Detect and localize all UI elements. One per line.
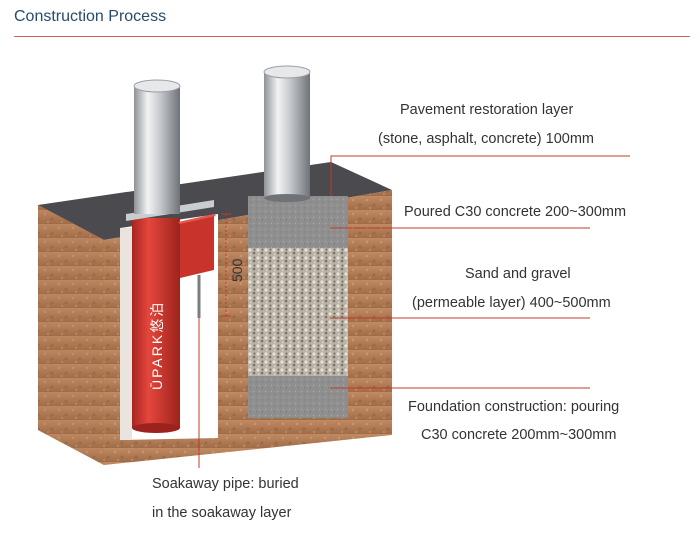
label-foundation-line2: C30 concrete 200mm~300mm — [421, 426, 616, 444]
left-bollard-top — [134, 80, 180, 92]
label-pavement-line1: Pavement restoration layer — [400, 101, 573, 119]
bollard-brand: ŪPARK悠泊 — [149, 301, 165, 390]
label-pavement-line2: (stone, asphalt, concrete) 100mm — [378, 130, 594, 148]
right-bollard-top — [264, 66, 310, 78]
hydraulic-box — [180, 214, 214, 278]
poured-concrete-layer — [248, 196, 348, 248]
label-sand-line1: Sand and gravel — [465, 265, 571, 283]
label-foundation-line1: Foundation construction: pouring — [408, 398, 619, 416]
gravel-layer — [248, 248, 348, 376]
label-sand-line2: (permeable layer) 400~500mm — [412, 294, 611, 312]
dimension-label: 500 — [229, 258, 245, 282]
pit-inner-shade — [120, 228, 132, 440]
left-bollard-body — [134, 86, 180, 214]
foundation-concrete-layer — [248, 376, 348, 418]
soil-left-side — [38, 205, 104, 465]
label-soakaway-line2: in the soakaway layer — [152, 504, 291, 522]
right-bollard-body — [264, 72, 310, 198]
label-soakaway-line1: Soakaway pipe: buried — [152, 475, 299, 493]
label-poured-concrete: Poured C30 concrete 200~300mm — [404, 203, 626, 221]
